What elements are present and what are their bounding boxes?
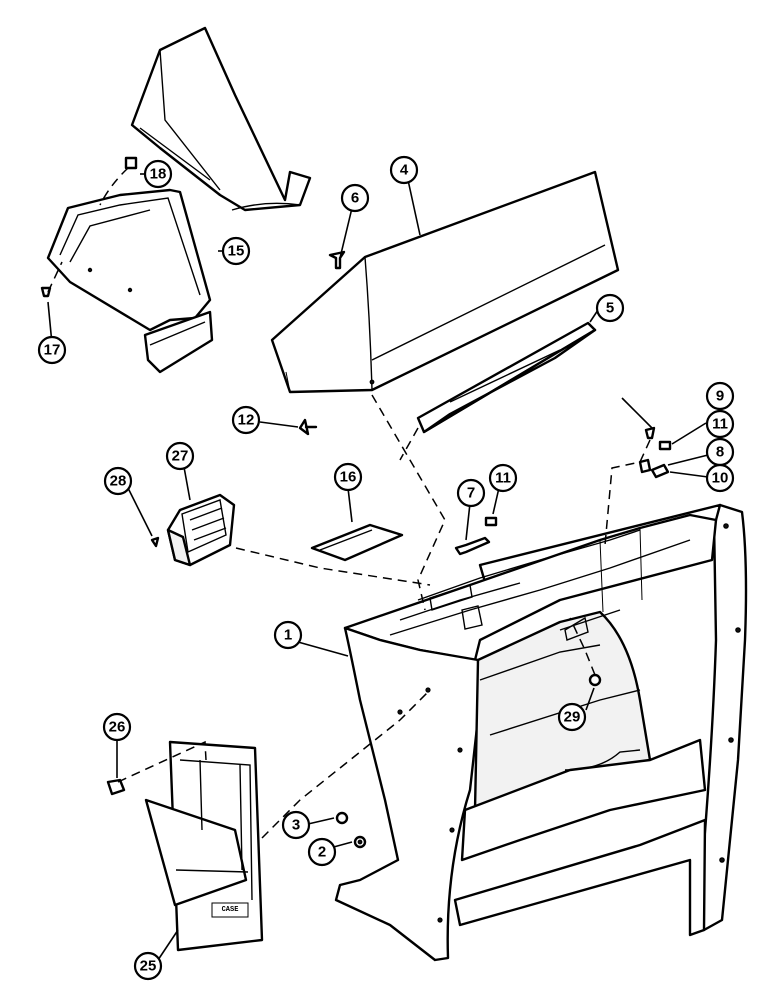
callout-28: 28 <box>103 466 133 496</box>
part-3-nut <box>335 811 349 825</box>
part-12-screw <box>298 418 318 436</box>
part-26-fastener <box>106 778 126 796</box>
part-17-screw <box>40 286 52 298</box>
upper-duct <box>130 26 312 212</box>
callout-9: 9 <box>705 381 735 411</box>
assembly-lines <box>47 167 651 839</box>
part-16-cover-panel <box>310 523 404 562</box>
callout-17: 17 <box>37 335 67 365</box>
svg-text:26: 26 <box>109 719 126 736</box>
callout-11-lower: 11 <box>488 463 518 493</box>
callout-7: 7 <box>456 478 486 508</box>
svg-text:1: 1 <box>284 627 292 644</box>
callout-1: 1 <box>273 620 303 650</box>
part-15-duct-frame <box>46 188 214 374</box>
svg-text:29: 29 <box>564 709 581 726</box>
part-11-clip-lower <box>484 516 498 527</box>
part-28-screw <box>150 536 160 548</box>
callout-15: 15 <box>221 236 251 266</box>
callout-18: 18 <box>143 159 173 189</box>
svg-text:27: 27 <box>172 448 189 465</box>
part-29-nut <box>588 673 602 687</box>
callout-25: 25 <box>133 951 163 981</box>
svg-text:28: 28 <box>110 473 127 490</box>
svg-text:3: 3 <box>292 817 300 834</box>
svg-text:18: 18 <box>150 166 167 183</box>
part-11-clip-upper <box>658 440 672 451</box>
svg-text:6: 6 <box>351 190 359 207</box>
callout-3: 3 <box>281 810 311 840</box>
part-9-screw <box>644 426 656 440</box>
part-4-top-cover <box>270 170 620 394</box>
svg-text:11: 11 <box>712 416 728 433</box>
callout-27: 27 <box>165 441 195 471</box>
part-8-bracket <box>638 458 652 474</box>
callout-8: 8 <box>705 437 735 467</box>
svg-text:15: 15 <box>228 243 245 260</box>
part-1-console-housing <box>334 503 748 962</box>
callout-26: 26 <box>102 712 132 742</box>
svg-text:8: 8 <box>716 444 724 461</box>
callout-29: 29 <box>557 702 587 732</box>
callout-12: 12 <box>231 405 261 435</box>
part-27-vent-housing <box>166 493 236 567</box>
svg-text:2: 2 <box>318 844 326 861</box>
svg-text:10: 10 <box>712 470 729 487</box>
svg-text:11: 11 <box>495 470 511 487</box>
leader-lines <box>47 173 709 961</box>
svg-text:16: 16 <box>340 469 357 486</box>
hardware-parts <box>40 156 672 849</box>
callout-11-upper: 11 <box>705 409 735 439</box>
part-5-lid-strip <box>416 321 597 434</box>
callout-2: 2 <box>307 837 337 867</box>
part-6-screw <box>328 250 346 270</box>
svg-text:5: 5 <box>606 300 614 317</box>
callout-6: 6 <box>340 183 370 213</box>
callout-4: 4 <box>389 155 419 185</box>
part-18-clip <box>124 156 138 170</box>
svg-text:7: 7 <box>467 485 475 502</box>
svg-text:12: 12 <box>238 412 255 429</box>
part-25-storage-pocket: CASE <box>144 740 264 952</box>
svg-text:17: 17 <box>44 342 61 359</box>
part-7-bracket <box>454 536 491 556</box>
part-10-clip <box>650 463 670 479</box>
case-logo: CASE <box>222 906 239 914</box>
svg-text:25: 25 <box>140 958 157 975</box>
callout-5: 5 <box>595 293 625 323</box>
callout-16: 16 <box>333 462 363 492</box>
svg-text:9: 9 <box>716 388 724 405</box>
callout-10: 10 <box>705 463 735 493</box>
svg-text:4: 4 <box>400 162 409 179</box>
